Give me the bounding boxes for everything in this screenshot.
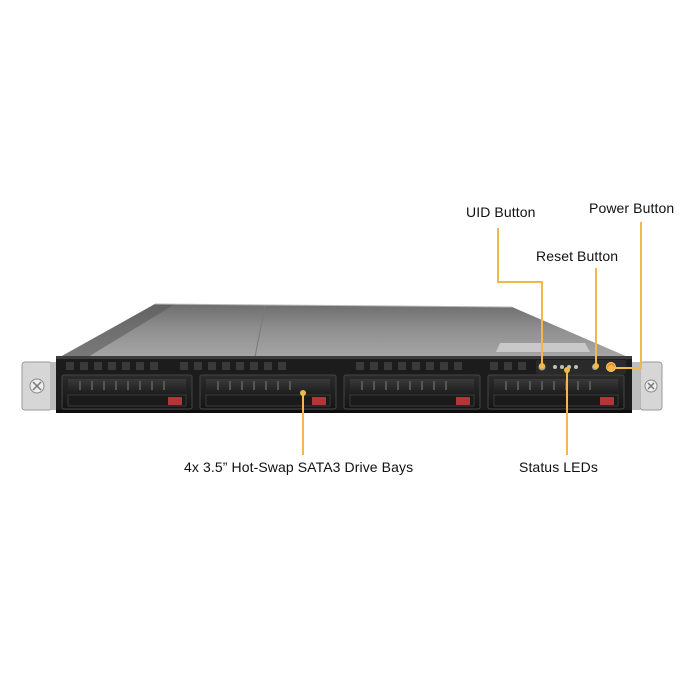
rack-ear-left	[21, 361, 58, 411]
callout-dots	[300, 363, 614, 396]
uid-button-label: UID Button	[466, 204, 536, 220]
uid-leader-line	[497, 228, 543, 366]
chassis-top-cover	[60, 304, 628, 357]
reset-button-label: Reset Button	[536, 248, 619, 264]
status-led	[553, 365, 557, 369]
status-led	[574, 365, 578, 369]
power-button-label: Power Button	[589, 200, 675, 216]
drive-bays-label: 4x 3.5” Hot-Swap SATA3 Drive Bays	[184, 459, 414, 475]
power-leader-line	[611, 222, 642, 369]
status-led	[560, 365, 564, 369]
rack-ear-right	[630, 361, 663, 411]
drive-release-tab[interactable]	[600, 397, 614, 405]
callout-lines	[302, 222, 642, 455]
drive-release-tab[interactable]	[456, 397, 470, 405]
drive-bay-3[interactable]	[343, 374, 481, 410]
drive-bays	[61, 374, 625, 410]
drive-bay-2[interactable]	[199, 374, 337, 410]
front-vents	[66, 362, 526, 370]
drive-bay-1[interactable]	[61, 374, 193, 410]
status-leds-label: Status LEDs	[519, 459, 598, 475]
drive-release-tab[interactable]	[168, 397, 182, 405]
drive-bay-4[interactable]	[487, 374, 625, 410]
drive-release-tab[interactable]	[312, 397, 326, 405]
